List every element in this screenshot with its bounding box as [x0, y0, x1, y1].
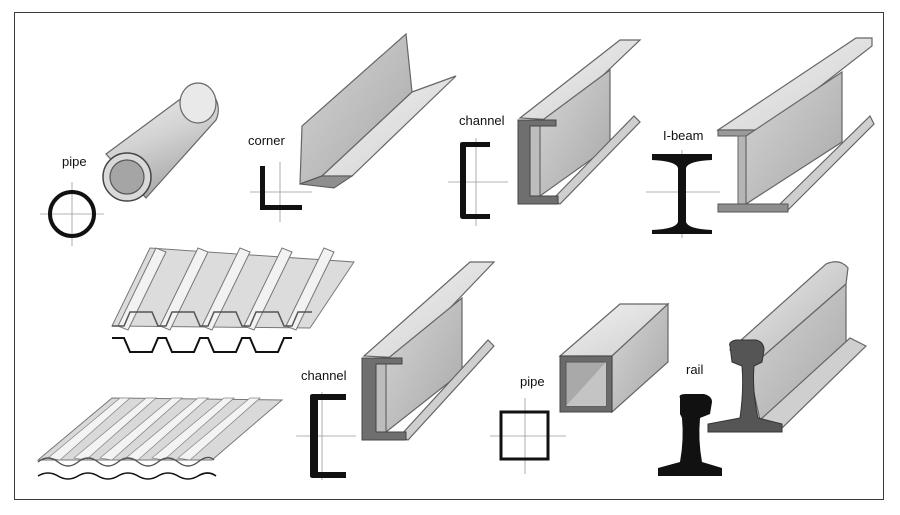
corrugated-trapezoid-section [112, 337, 292, 353]
square-pipe-3d [558, 302, 670, 414]
corner-section [250, 162, 312, 222]
channel-top-section [448, 138, 508, 226]
ibeam-3d [716, 37, 875, 213]
label-corner: corner [248, 133, 285, 148]
rail-section [658, 394, 722, 476]
channel-bottom-section [296, 392, 356, 480]
label-ibeam: I-beam [663, 128, 704, 143]
corrugated-trapezoid-3d [111, 247, 355, 331]
corrugated-wave-section [37, 472, 217, 480]
label-pipe-square: pipe [520, 374, 545, 389]
channel-top-3d [517, 39, 642, 205]
square-pipe-section [490, 398, 566, 474]
label-channel-bottom: channel [301, 368, 347, 383]
corner-3d [299, 32, 457, 189]
label-rail: rail [686, 362, 704, 377]
label-pipe-round: pipe [62, 154, 87, 169]
channel-bottom-3d [361, 261, 496, 441]
corrugated-wave-3d [36, 397, 284, 467]
rail-3d [707, 261, 868, 433]
round-pipe-3d [102, 82, 219, 202]
ibeam-section [646, 150, 720, 238]
label-channel-top: channel [459, 113, 505, 128]
figure-frame [14, 12, 884, 500]
round-pipe-section [40, 182, 104, 246]
